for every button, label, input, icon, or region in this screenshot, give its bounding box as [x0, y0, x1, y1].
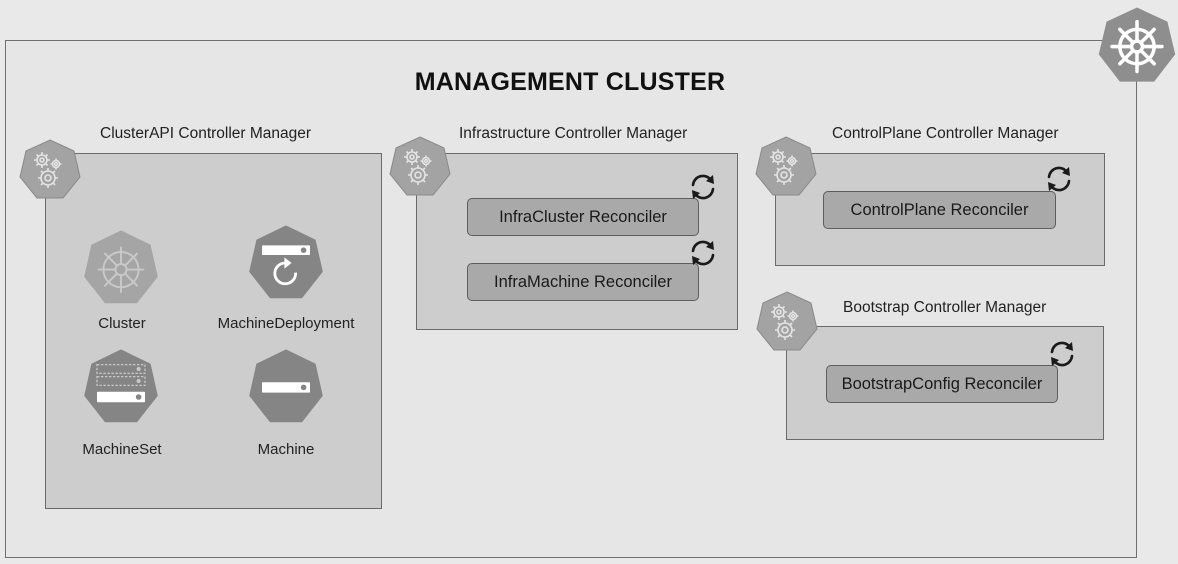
- machine-deployment-label: MachineDeployment: [217, 315, 355, 332]
- controlplane-sync-icon: [1044, 164, 1074, 194]
- controlplane-manager-title: ControlPlane Controller Manager: [832, 125, 1059, 142]
- machine-icon: [246, 347, 326, 427]
- machine-label: Machine: [257, 441, 315, 458]
- machine-deployment-icon: [246, 223, 326, 303]
- clusterapi-manager-panel: [45, 153, 382, 509]
- machine-set-icon: [81, 347, 161, 427]
- cluster-icon: [81, 228, 161, 308]
- machine-set-label: MachineSet: [82, 441, 162, 458]
- infra-cluster-sync-icon: [688, 172, 718, 202]
- controlplane-reconciler: ControlPlane Reconciler: [823, 191, 1056, 229]
- infra-machine-sync-icon: [688, 238, 718, 268]
- clusterapi-gears-icon: [18, 138, 82, 202]
- infra-machine-reconciler: InfraMachine Reconciler: [467, 263, 699, 301]
- bootstrap-gears-icon: [755, 290, 819, 354]
- kubernetes-helm-icon: [1098, 7, 1176, 82]
- cluster-label: Cluster: [98, 315, 146, 332]
- infra-cluster-reconciler: InfraCluster Reconciler: [467, 198, 699, 236]
- bootstrap-config-sync-icon: [1047, 339, 1077, 369]
- management-cluster-title: MANAGEMENT CLUSTER: [414, 68, 726, 96]
- infrastructure-manager-title: Infrastructure Controller Manager: [459, 125, 688, 142]
- controlplane-gears-icon: [754, 135, 818, 199]
- bootstrap-config-reconciler: BootstrapConfig Reconciler: [826, 365, 1058, 403]
- infrastructure-gears-icon: [388, 135, 452, 199]
- bootstrap-manager-title: Bootstrap Controller Manager: [843, 299, 1047, 316]
- clusterapi-manager-title: ClusterAPI Controller Manager: [100, 125, 312, 142]
